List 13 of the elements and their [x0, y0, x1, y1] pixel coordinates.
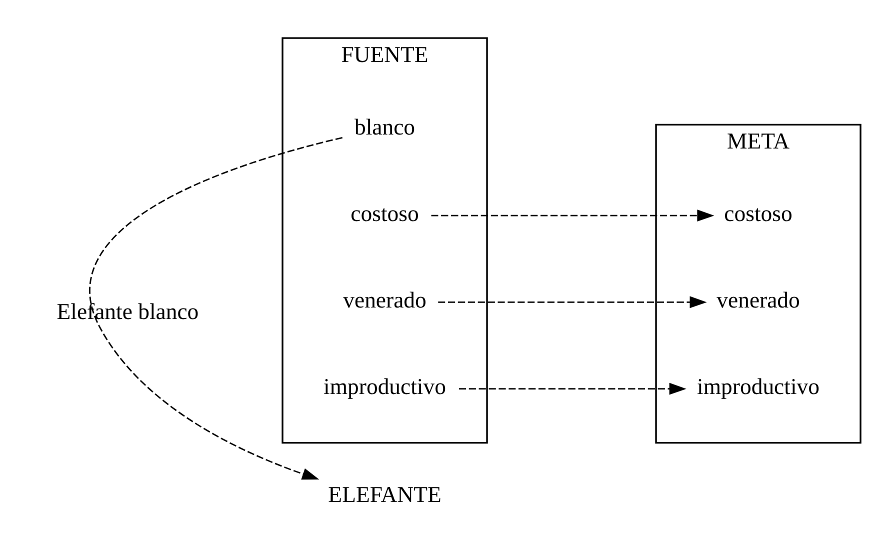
edge-label: Elefante blanco: [56, 298, 199, 324]
node-text: improductivo: [697, 374, 820, 400]
arrow: [458, 382, 686, 395]
node-text: costoso: [724, 200, 792, 226]
node-text: improductivo: [324, 374, 446, 400]
node-text: blanco: [354, 114, 416, 140]
node-text: costoso: [350, 200, 419, 226]
arrow: [438, 296, 707, 308]
arrow: [431, 210, 714, 222]
arrow: [90, 137, 343, 480]
node-text: venerado: [716, 288, 800, 313]
node-text: ELEFANTE: [328, 482, 442, 508]
node-text: venerado: [343, 288, 426, 313]
